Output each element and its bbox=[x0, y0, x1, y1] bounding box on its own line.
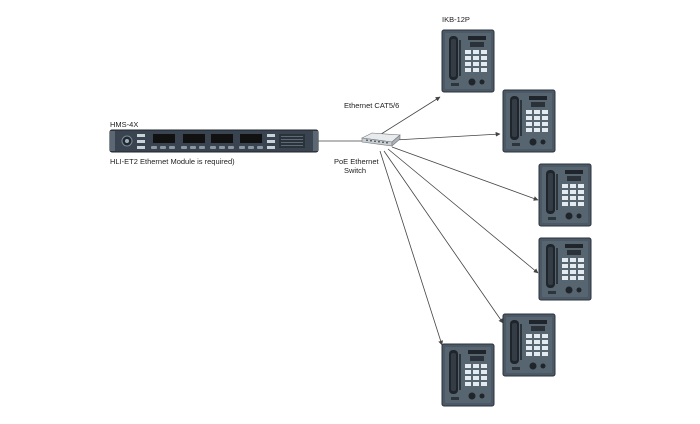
line-to-keypanel-4 bbox=[387, 148, 539, 274]
line-to-keypanel-1 bbox=[377, 96, 441, 137]
keypanel-1 bbox=[441, 29, 495, 93]
line-to-keypanel-3 bbox=[391, 146, 539, 201]
switch-label-line1: PoE Ethernet bbox=[334, 157, 379, 166]
keypanel-4 bbox=[538, 237, 592, 301]
switch-label-line2: Switch bbox=[344, 166, 367, 175]
keypanel-3 bbox=[538, 163, 592, 227]
keypanel-6 bbox=[441, 343, 495, 407]
keypanel-5 bbox=[502, 313, 556, 377]
line-to-keypanel-5 bbox=[383, 150, 504, 324]
keypanel-label: IKB-12P bbox=[442, 15, 470, 24]
line-to-keypanel-2 bbox=[394, 131, 501, 141]
line-to-keypanel-6 bbox=[379, 150, 443, 346]
connection-lines bbox=[377, 96, 539, 346]
hms-label: HMS-4X bbox=[110, 120, 139, 129]
cable-label: Ethernet CAT5/6 bbox=[344, 101, 400, 110]
module-note: HLI-ET2 Ethernet Module is required) bbox=[110, 157, 235, 166]
poe-switch bbox=[360, 132, 401, 147]
keypanel-2 bbox=[502, 89, 556, 153]
hms-4x-device bbox=[109, 129, 319, 153]
